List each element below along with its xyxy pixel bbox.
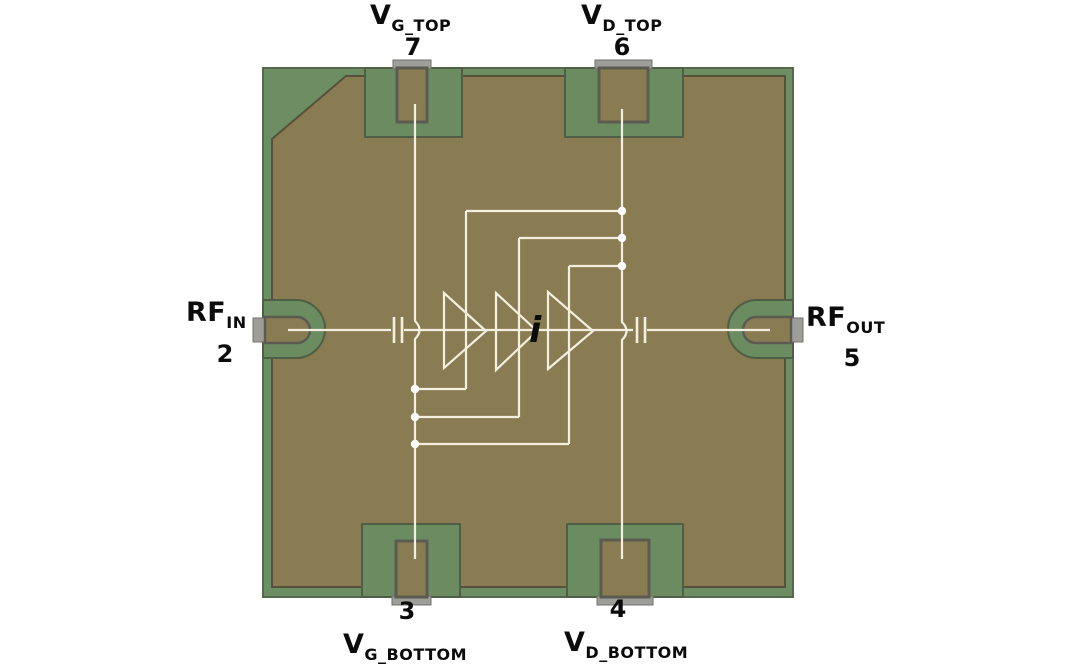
pin-label-main: V [343, 629, 365, 660]
drain-feed-branches [466, 209, 620, 268]
amp-stage-2-icon [494, 290, 539, 373]
junction-dots [410, 206, 627, 449]
amp-stage-3-icon [546, 289, 595, 372]
pin-number-6: 6 [613, 33, 631, 61]
input-capacitor-icon [392, 317, 404, 343]
pin-number-7: 7 [404, 33, 422, 61]
pin-label-sub: G_BOTTOM [364, 645, 468, 664]
bond-pads [263, 66, 793, 599]
bond-pad-7 [395, 66, 429, 124]
bond-pad-4 [599, 538, 651, 599]
pin-label-rf-in: RFIN [186, 297, 247, 332]
pin-label-vd-bottom: VD_BOTTOM [564, 627, 688, 662]
pin-label-main: V [564, 627, 586, 658]
current-annotation: i [529, 310, 542, 351]
amp-stage-1-icon [442, 290, 488, 371]
bond-pad-rf-in [263, 315, 312, 345]
pin-label-sub: D_BOTTOM [585, 643, 689, 662]
gate-feed-branches [417, 387, 569, 446]
gate-node-dot [410, 439, 420, 449]
schematic-traces [288, 104, 770, 559]
pin-number-3: 3 [398, 597, 416, 625]
bond-pad-3 [394, 539, 429, 599]
pin-label-vg-bottom: VG_BOTTOM [343, 629, 467, 664]
pin-number-4: 4 [609, 595, 627, 623]
bond-pad-6 [597, 66, 650, 124]
pin-label-sub: IN [226, 313, 247, 332]
pin-label-main: V [370, 0, 392, 31]
drain-node-dot [617, 233, 627, 243]
pin-label-main: RF [186, 297, 227, 328]
pin-label-vd-top: VD_TOP [581, 0, 662, 35]
pin-label-main: RF [806, 302, 847, 333]
die-interior [271, 75, 786, 588]
pin-label-sub: OUT [846, 318, 886, 337]
stage-feed-verticals [464, 211, 571, 444]
pin-number-2: 2 [216, 340, 234, 368]
pin-label-sub: D_TOP [602, 16, 663, 35]
drain-node-dot [617, 206, 627, 216]
pin-label-vg-top: VG_TOP [370, 0, 451, 35]
lead-stubs [252, 59, 804, 606]
drain-node-dot [617, 261, 627, 271]
pin-label-main: V [581, 0, 603, 31]
pin-label-sub: G_TOP [391, 16, 452, 35]
output-capacitor-icon [635, 317, 647, 343]
gate-node-dot [410, 384, 420, 394]
pin-label-rf-out: RFOUT [806, 302, 885, 337]
pin-number-5: 5 [843, 344, 861, 372]
gate-node-dot [410, 412, 420, 422]
